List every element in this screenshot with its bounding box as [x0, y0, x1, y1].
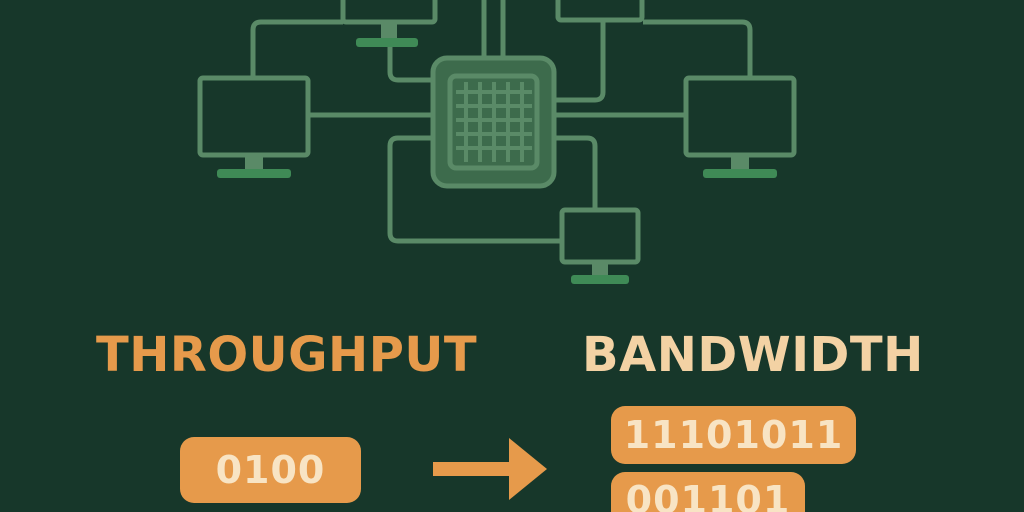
bandwidth-bits-value: 001101 — [625, 478, 791, 512]
connection-line — [250, 19, 343, 78]
monitor-icon — [555, 0, 645, 23]
monitor-icon — [559, 207, 641, 284]
monitor-icon — [340, 0, 438, 47]
monitor-icon — [683, 75, 797, 178]
network-connections — [250, 0, 753, 244]
throughput-bits-value: 0100 — [215, 448, 326, 492]
network-diagram — [197, 0, 797, 284]
processor-chip-icon — [430, 55, 557, 189]
connection-line — [387, 135, 562, 244]
bandwidth-bits-pill: 11101011 — [611, 406, 856, 464]
throughput-bits-pill: 0100 — [180, 437, 361, 503]
bandwidth-bits-pill: 001101 — [611, 472, 805, 512]
right-arrow-icon — [433, 438, 547, 500]
connection-line — [554, 135, 598, 210]
bandwidth-heading: BANDWIDTH — [582, 327, 924, 383]
bandwidth-bits-value: 11101011 — [623, 413, 844, 457]
connection-line — [387, 45, 433, 83]
connection-line — [554, 20, 606, 103]
connection-line — [643, 19, 753, 78]
throughput-heading: THROUGHPUT — [96, 327, 478, 383]
monitor-icon — [197, 75, 311, 178]
